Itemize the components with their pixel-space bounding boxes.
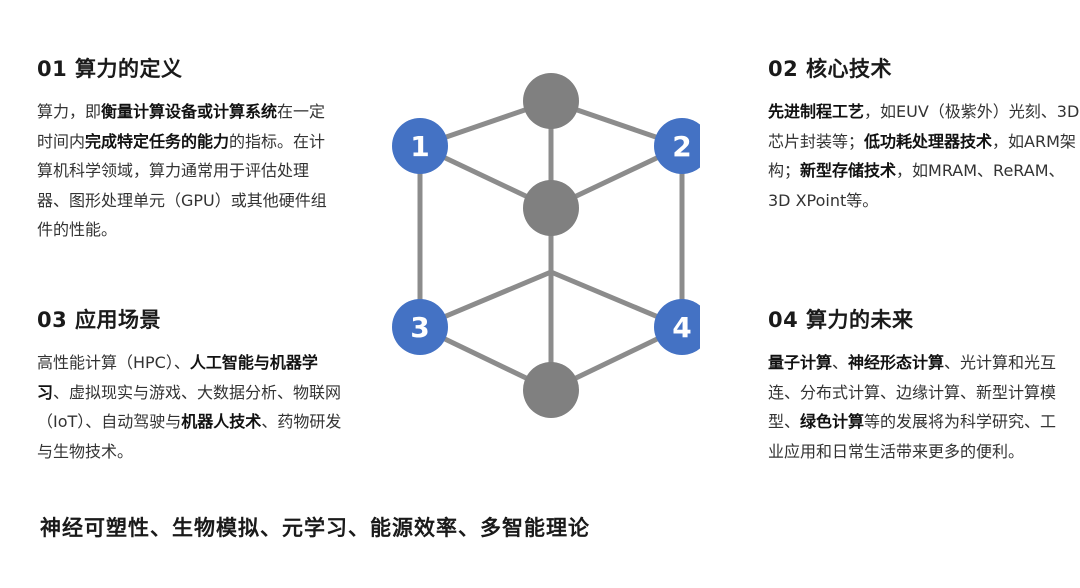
emphasis-text: 机器人技术 bbox=[181, 412, 262, 431]
node-label: 2 bbox=[672, 130, 691, 163]
body-text: ，如MRAM、ReRAM、3D XPoint等。 bbox=[768, 161, 1065, 210]
section-title: 02 核心技术 bbox=[768, 57, 893, 81]
body-text: 等的发展将为科学研究、工业应用和日常生活带来更多的便利。 bbox=[768, 412, 1057, 461]
cube-edges bbox=[417, 98, 685, 393]
section-future: 04 算力的未来 量子计算、神经形态计算、光计算和光互连、分布式计算、边缘计算、… bbox=[768, 304, 1058, 466]
cube-node-bottom bbox=[523, 362, 579, 418]
body-text: 、虚拟现实与游戏、大数据分析、物联网（IoT）、自动驾驶与 bbox=[37, 382, 342, 432]
footer-keywords: 神经可塑性、生物模拟、元学习、能源效率、多智能理论 bbox=[40, 516, 590, 540]
section-title: 03 应用场景 bbox=[37, 308, 162, 332]
section-title: 04 算力的未来 bbox=[768, 308, 914, 332]
body-text: 、药物研发与生物技术。 bbox=[37, 412, 342, 461]
body-text: 在一定时间内 bbox=[37, 102, 326, 151]
section-body: 算力，即衡量计算设备或计算系统在一定时间内完成特定任务的能力的指标。在计算机科学… bbox=[37, 97, 337, 245]
emphasis-text: 量子计算 bbox=[768, 353, 833, 372]
body-text: ，如EUV（极紫外）光刻、3D芯片封装等； bbox=[768, 102, 1080, 151]
section-title: 01 算力的定义 bbox=[37, 57, 183, 81]
cube-node-3: 3 bbox=[392, 299, 448, 355]
section-body: 量子计算、神经形态计算、光计算和光互连、分布式计算、边缘计算、新型计算模型、绿色… bbox=[768, 348, 1058, 466]
body-text: 高性能计算（HPC）、 bbox=[37, 353, 190, 372]
node-label: 4 bbox=[672, 311, 691, 344]
cube-node-4: 4 bbox=[654, 299, 700, 355]
body-text: 算力，即 bbox=[37, 102, 102, 121]
body-text: 、光计算和光互连、分布式计算、边缘计算、新型计算模型、 bbox=[768, 353, 1057, 431]
emphasis-text: 绿色计算 bbox=[800, 412, 865, 431]
cube-node-top bbox=[523, 73, 579, 129]
emphasis-text: 衡量计算设备或计算系统 bbox=[101, 102, 278, 121]
emphasis-text: 人工智能与机器学习 bbox=[37, 353, 318, 402]
emphasis-text: 先进制程工艺 bbox=[768, 102, 865, 121]
body-text: 的指标。在计算机科学领域，算力通常用于评估处理器、图形处理单元（GPU）或其他硬… bbox=[37, 131, 327, 240]
cube-node-1: 1 bbox=[392, 118, 448, 174]
body-text: ，如ARM架构； bbox=[768, 131, 1076, 181]
cube-node-2: 2 bbox=[654, 118, 700, 174]
section-applications: 03 应用场景 高性能计算（HPC）、人工智能与机器学习、虚拟现实与游戏、大数据… bbox=[37, 304, 347, 466]
emphasis-text: 新型存储技术 bbox=[800, 161, 897, 180]
cube-node-center bbox=[523, 180, 579, 236]
emphasis-text: 神经形态计算 bbox=[848, 353, 945, 372]
section-definition: 01 算力的定义 算力，即衡量计算设备或计算系统在一定时间内完成特定任务的能力的… bbox=[37, 53, 337, 245]
section-core-tech: 02 核心技术 先进制程工艺，如EUV（极紫外）光刻、3D芯片封装等；低功耗处理… bbox=[768, 53, 1080, 215]
section-body: 高性能计算（HPC）、人工智能与机器学习、虚拟现实与游戏、大数据分析、物联网（I… bbox=[37, 348, 347, 466]
node-label: 1 bbox=[410, 130, 429, 163]
body-text: 、 bbox=[832, 353, 849, 372]
emphasis-text: 完成特定任务的能力 bbox=[85, 131, 230, 151]
node-label: 3 bbox=[410, 311, 429, 344]
section-body: 先进制程工艺，如EUV（极紫外）光刻、3D芯片封装等；低功耗处理器技术，如ARM… bbox=[768, 97, 1080, 215]
cube-diagram: 1 2 3 4 bbox=[392, 73, 700, 418]
emphasis-text: 低功耗处理器技术 bbox=[864, 131, 993, 151]
